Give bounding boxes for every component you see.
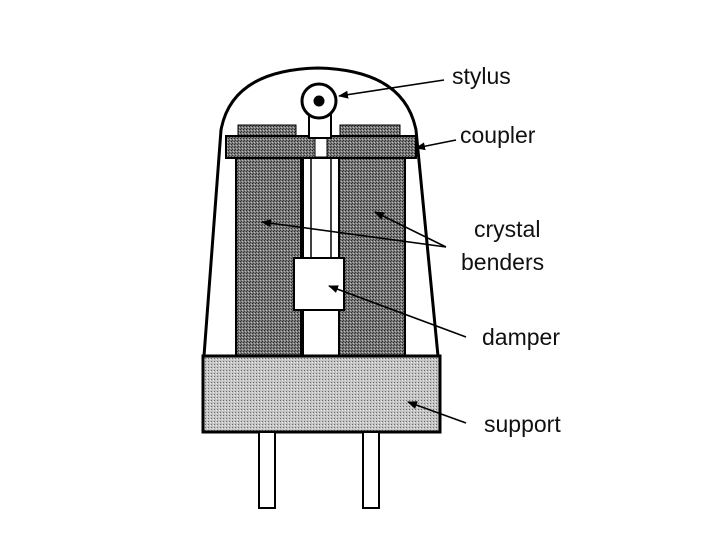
- housing-outline: [202, 66, 440, 357]
- support-label: support: [484, 411, 561, 437]
- stylus-label: stylus: [452, 63, 511, 89]
- damper-block: [293, 257, 345, 311]
- support-base: [201, 354, 442, 434]
- stylus-tip-center: [313, 95, 325, 107]
- coupler-center-gap: [314, 136, 328, 158]
- crystal-bender-leader-left: [261, 219, 447, 248]
- crystal-bender-leader-right: [374, 211, 447, 248]
- support-leader-arrow: [407, 401, 467, 424]
- pin-left: [258, 431, 276, 509]
- crystal-bender-left: [235, 155, 302, 359]
- coupler-label: coupler: [460, 122, 536, 148]
- damper-label: damper: [482, 324, 560, 350]
- damper-leader-arrow: [328, 285, 467, 338]
- coupler-leader-arrow: [415, 139, 457, 151]
- crystal-benders-label-line2: benders: [461, 249, 544, 275]
- crystal-bender-right: [338, 155, 406, 359]
- pin-right: [362, 431, 380, 509]
- stylus-leader-arrow: [338, 79, 445, 99]
- crystal-benders-label-line1: crystal: [474, 216, 540, 242]
